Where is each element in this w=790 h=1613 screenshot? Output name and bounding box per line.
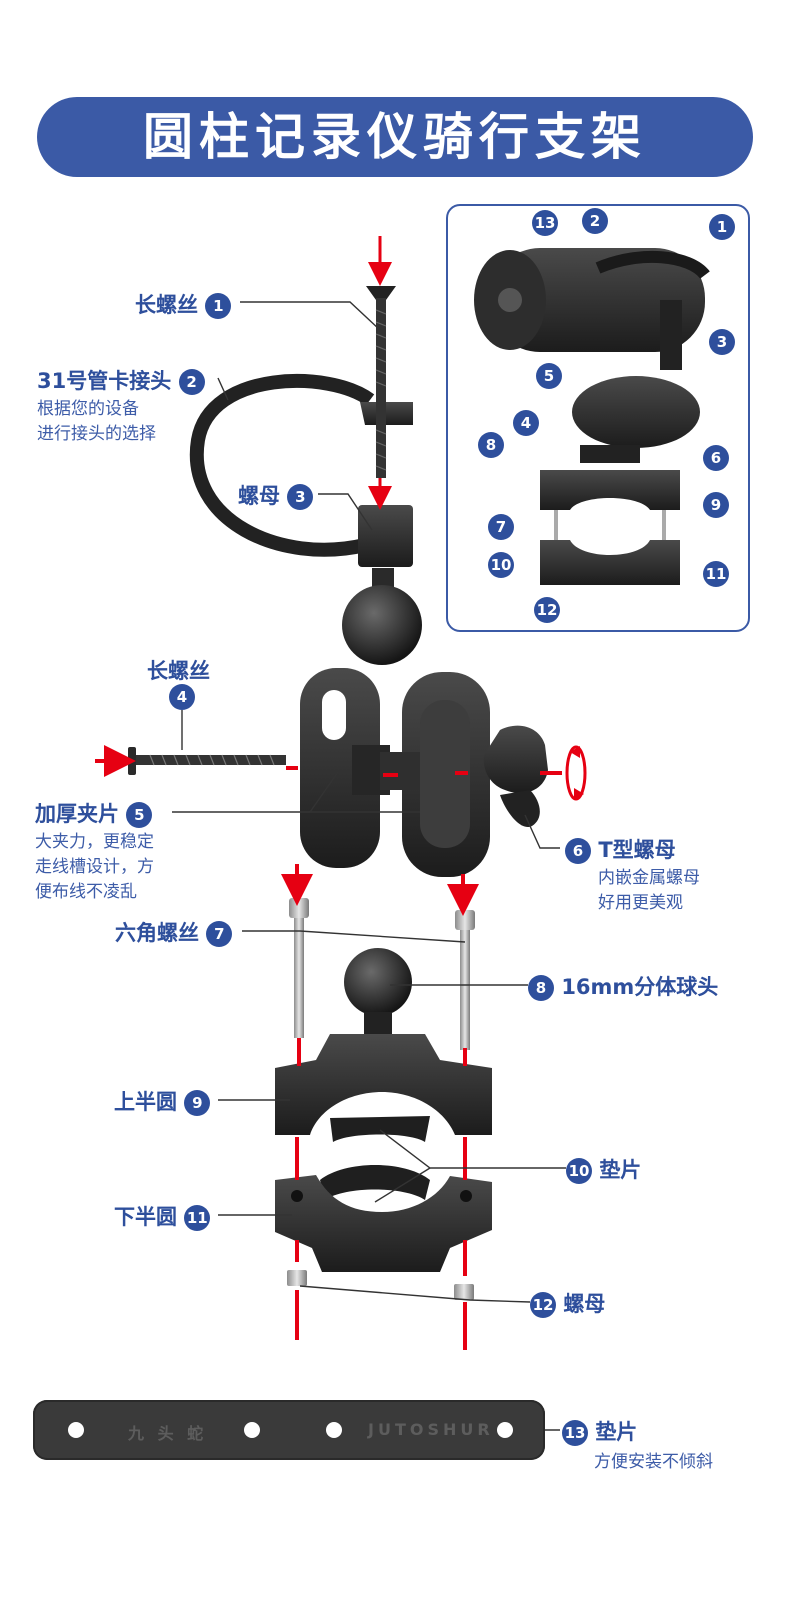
part-12-badge: 12 <box>530 1292 556 1318</box>
rotate-indicator <box>565 745 587 801</box>
part-5-badge: 5 <box>126 802 153 828</box>
part-2-label: 31号管卡接头 <box>37 369 172 393</box>
pipe-clamp-part <box>189 374 422 665</box>
part-6-label: T型螺母 <box>598 838 676 862</box>
part-1-callout: 长螺丝 1 <box>135 289 232 319</box>
inset-badge: 11 <box>703 561 729 587</box>
ball-head-16mm <box>344 948 412 1034</box>
part-8-label: 16mm分体球头 <box>561 975 719 999</box>
part-11-callout: 下半圆 11 <box>114 1201 211 1231</box>
part-3-badge: 3 <box>287 484 314 510</box>
part-8-badge: 8 <box>528 975 554 1001</box>
rubber-pads <box>320 1116 430 1200</box>
inset-badge: 12 <box>534 597 560 623</box>
part-10-badge: 10 <box>566 1158 592 1184</box>
part-9-callout: 上半圆 9 <box>114 1086 211 1116</box>
part-7-callout: 六角螺丝 7 <box>115 917 233 947</box>
long-screw-top <box>366 286 396 478</box>
part-9-label: 上半圆 <box>114 1090 177 1114</box>
thick-clamp-plates <box>300 668 490 877</box>
part-12-label: 螺母 <box>563 1292 606 1316</box>
part-10-callout: 10 垫片 <box>566 1154 641 1184</box>
pad-hole <box>326 1422 342 1438</box>
assembled-view-inset <box>446 204 750 632</box>
part-5-desc-line3: 便布线不凌乱 <box>35 882 137 902</box>
inset-badge: 10 <box>488 552 514 578</box>
part-5-desc: 大夹力，更稳定 走线槽设计，方 便布线不凌乱 <box>35 830 154 905</box>
part-2-badge: 2 <box>178 369 205 395</box>
part-13-desc: 方便安装不倾斜 <box>594 1452 713 1472</box>
part-11-badge: 11 <box>184 1205 211 1231</box>
part-5-desc-line2: 走线槽设计，方 <box>35 857 154 877</box>
inset-badge: 9 <box>703 492 729 518</box>
inset-badge: 13 <box>532 210 558 236</box>
part-8-callout: 8 16mm分体球头 <box>528 971 718 1001</box>
part-13-callout: 13 垫片 <box>562 1416 637 1446</box>
part-11-label: 下半圆 <box>114 1205 177 1229</box>
part-5-label: 加厚夹片 <box>35 802 119 826</box>
part-6-callout: 6 T型螺母 <box>565 834 676 864</box>
inset-badge: 1 <box>709 214 735 240</box>
title-banner: 圆柱记录仪骑行支架 <box>37 97 753 177</box>
rubber-pad-strip <box>33 1400 545 1460</box>
part-4-label: 长螺丝 <box>147 659 210 683</box>
inset-badge: 6 <box>703 445 729 471</box>
part-2-callout: 31号管卡接头 2 <box>37 365 205 395</box>
part-12-callout: 12 螺母 <box>530 1288 605 1318</box>
part-13-label: 垫片 <box>595 1420 638 1444</box>
pad-brand-cn: 九 头 蛇 <box>128 1424 208 1443</box>
part-4-badge: 4 <box>169 684 195 710</box>
part-2-desc-line1: 根据您的设备 <box>37 399 139 419</box>
pad-hole <box>244 1422 260 1438</box>
inset-badge: 8 <box>478 432 504 458</box>
part-6-desc: 内嵌金属螺母 好用更美观 <box>598 866 700 916</box>
pad-brand-en: JUTOSHUR <box>368 1420 494 1439</box>
part-1-badge: 1 <box>205 293 232 319</box>
pad-hole <box>68 1422 84 1438</box>
part-10-label: 垫片 <box>599 1158 642 1182</box>
lower-half-clamp <box>275 1175 492 1272</box>
inset-assembled-camera <box>474 248 710 585</box>
part-5-desc-line1: 大夹力，更稳定 <box>35 832 154 852</box>
page-title: 圆柱记录仪骑行支架 <box>143 108 647 166</box>
long-screw-middle <box>128 747 286 775</box>
upper-half-clamp <box>275 1034 492 1135</box>
part-2-desc: 根据您的设备 进行接头的选择 <box>37 397 156 447</box>
inset-badge: 2 <box>582 208 608 234</box>
part-3-callout: 螺母 3 <box>238 480 314 510</box>
part-6-desc-line1: 内嵌金属螺母 <box>598 868 700 888</box>
part-1-label: 长螺丝 <box>135 293 198 317</box>
inset-badge: 3 <box>709 329 735 355</box>
part-13-badge: 13 <box>562 1420 588 1446</box>
part-9-badge: 9 <box>184 1090 211 1116</box>
part-5-callout: 加厚夹片 5 <box>35 798 153 828</box>
part-3-label: 螺母 <box>238 484 280 508</box>
nuts-bottom <box>287 1270 474 1300</box>
pad-hole <box>497 1422 513 1438</box>
part-6-desc-line2: 好用更美观 <box>598 893 683 913</box>
inset-badge: 5 <box>536 363 562 389</box>
inset-badge: 4 <box>513 410 539 436</box>
inset-badge: 7 <box>488 514 514 540</box>
t-nut-part <box>483 725 548 828</box>
part-7-label: 六角螺丝 <box>115 921 199 945</box>
part-7-badge: 7 <box>206 921 233 947</box>
part-2-desc-line2: 进行接头的选择 <box>37 424 156 444</box>
part-6-badge: 6 <box>565 838 591 864</box>
